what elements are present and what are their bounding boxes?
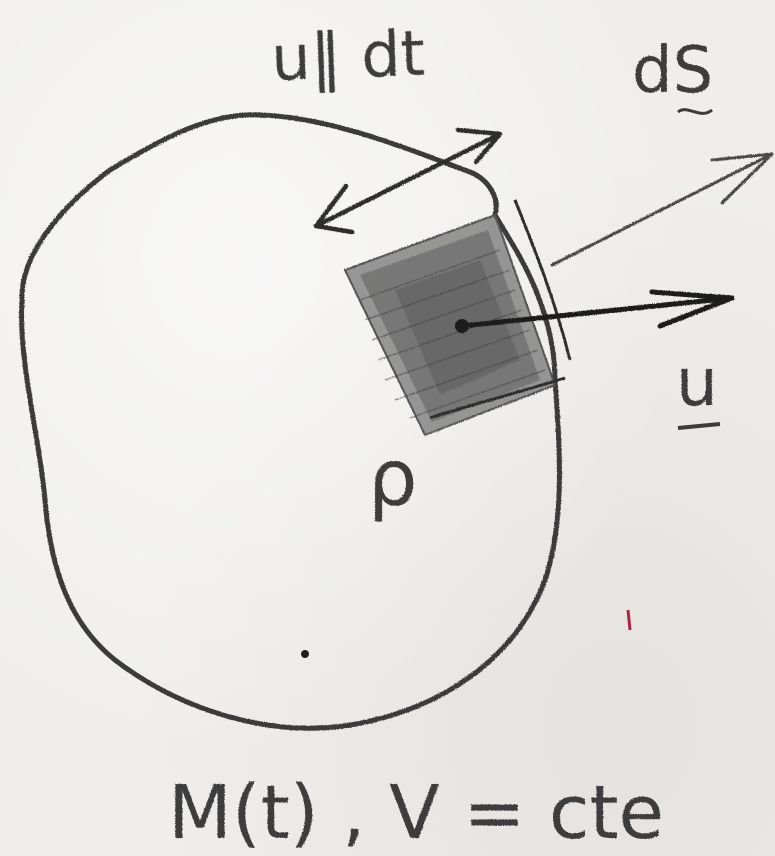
parallel-displacement-double-arrow	[313, 127, 503, 235]
paper-speck	[626, 609, 632, 631]
surface-element-label: dS	[632, 34, 713, 108]
parallel-displacement-label: u‖ dt	[270, 17, 426, 96]
velocity-arrow	[455, 289, 735, 333]
paper-speck	[301, 650, 309, 658]
control-volume-outline	[19, 112, 562, 731]
fluid-element	[343, 213, 557, 437]
element-boundary-face	[429, 199, 572, 420]
surface-element-underline	[677, 108, 713, 115]
surface-normal-arrow	[550, 152, 774, 267]
caption-text: M(t) , V = cte	[168, 770, 664, 856]
velocity-label: u	[676, 344, 718, 421]
density-label: ρ	[368, 434, 418, 524]
velocity-underline	[677, 422, 721, 430]
